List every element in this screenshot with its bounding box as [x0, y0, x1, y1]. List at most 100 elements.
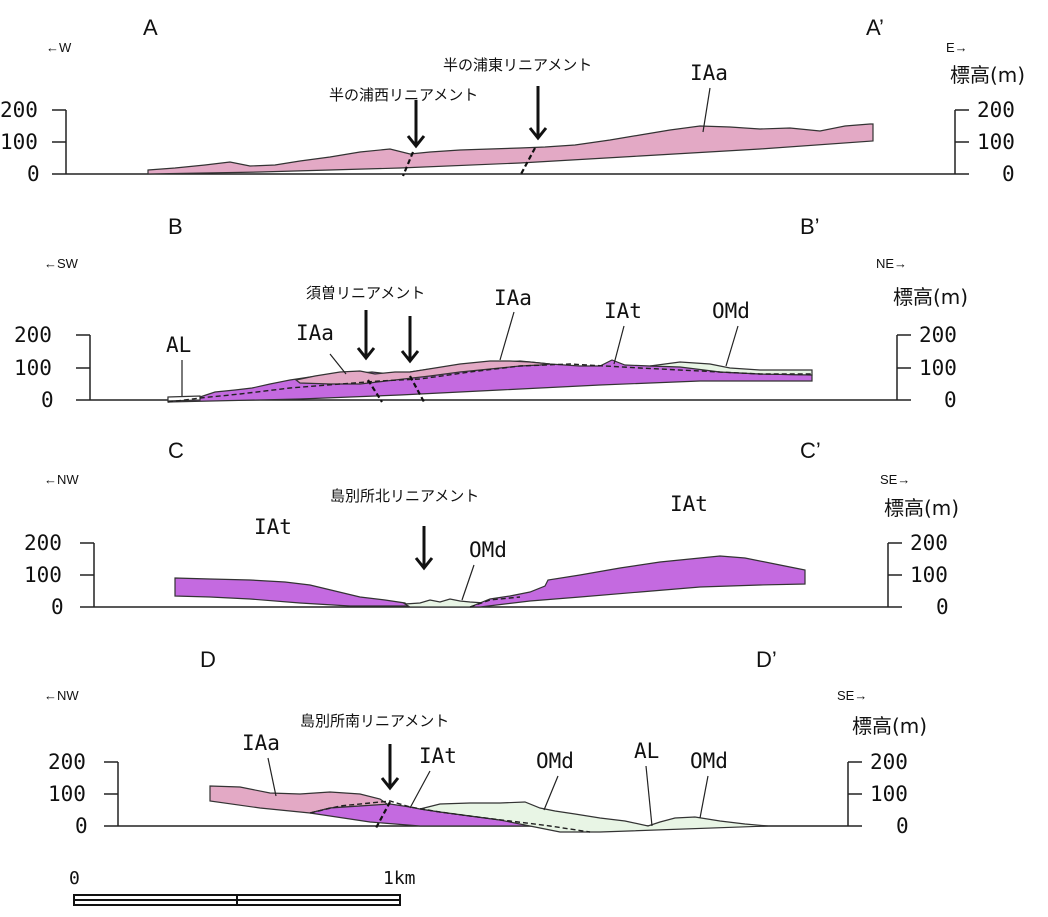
section-a-elevation-title: 標高(m)	[950, 63, 1025, 87]
section-d: D D’ ←NW SE→ 標高(m) 200 100 0 200 100 0 島…	[44, 647, 927, 838]
section-b-unit-iaa-left: IAa	[296, 321, 334, 345]
section-d-arrow	[380, 744, 400, 791]
section-c-left-tick-100: 100	[24, 563, 62, 587]
section-d-unit-iat: IAt	[419, 744, 457, 768]
section-c-unit-iat-right: IAt	[670, 492, 708, 516]
section-b-right-tick-0: 0	[944, 388, 957, 412]
section-a-arrow-west	[406, 100, 426, 149]
section-d-left-tick-0: 0	[75, 814, 88, 838]
section-a-lineament-west-label: 半の浦西リニアメント	[329, 86, 478, 104]
section-d-left-tick-200: 200	[48, 750, 86, 774]
section-b-unit-omd: OMd	[712, 299, 750, 323]
section-a-left-letter: A	[143, 15, 158, 40]
section-b-left-direction: ←SW	[44, 256, 79, 271]
section-d-iaa-leader	[267, 757, 277, 797]
section-c-right-letter: C’	[800, 438, 821, 463]
section-b-left-letter: B	[168, 214, 183, 239]
section-a-fault-west	[401, 151, 415, 177]
section-b-left-axis	[76, 334, 91, 401]
section-c-unit-boundary	[469, 596, 521, 608]
section-b-left-tick-100: 100	[14, 356, 52, 380]
section-a-right-direction: E→	[946, 40, 968, 55]
section-d-right-tick-0: 0	[896, 814, 909, 838]
section-a-iaa-body	[147, 123, 874, 175]
section-d-al-leader	[645, 765, 653, 827]
section-c-left-tick-0: 0	[51, 595, 64, 619]
section-b-omd-leader	[725, 325, 739, 367]
section-c-lineament-label: 島別所北リニアメント	[330, 487, 479, 505]
section-a-left-tick-0: 0	[27, 162, 40, 186]
section-d-lineament-label: 島別所南リニアメント	[300, 712, 449, 730]
section-c-right-tick-100: 100	[910, 563, 948, 587]
section-d-right-letter: D’	[756, 647, 777, 672]
section-c-unit-iat-left: IAt	[254, 515, 292, 539]
section-b-iaa-left-leader	[329, 353, 347, 375]
section-a-left-direction: ←W	[46, 40, 72, 55]
section-a-left-tick-200: 200	[0, 98, 38, 122]
section-d-omd-body	[419, 801, 769, 833]
section-a-left-tick-100: 100	[0, 130, 38, 154]
section-b-unit-iaa-right: IAa	[494, 286, 532, 310]
section-c-unit-omd: OMd	[469, 538, 507, 562]
section-d-omd-right-leader	[699, 775, 709, 819]
section-d-unit-boundary	[309, 800, 591, 833]
section-c-left-letter: C	[168, 438, 184, 463]
section-d-left-tick-100: 100	[48, 782, 86, 806]
section-b-unit-iat: IAt	[604, 299, 642, 323]
section-b-right-tick-100: 100	[919, 356, 957, 380]
section-d-right-tick-200: 200	[870, 750, 908, 774]
scale-bar-start-label: 0	[69, 868, 80, 889]
section-c-left-direction: ←NW	[44, 472, 79, 487]
section-b-fault-west	[367, 379, 383, 403]
section-d-unit-iaa: IAa	[242, 731, 280, 755]
section-d-unit-omd-right: OMd	[690, 749, 728, 773]
section-b-arrow-west	[356, 310, 376, 361]
section-c: C C’ ←NW SE→ 標高(m) 200 100 0 200 100 0 島…	[24, 438, 959, 619]
section-c-arrow	[414, 526, 434, 571]
section-b-left-tick-200: 200	[14, 323, 52, 347]
section-b-unit-al: AL	[166, 333, 191, 357]
section-d-unit-omd-left: OMd	[536, 749, 574, 773]
section-d-left-direction: ←NW	[44, 688, 79, 703]
scale-bar: 0 1km	[69, 868, 416, 906]
section-d-elevation-title: 標高(m)	[852, 714, 927, 738]
section-d-iat-leader	[409, 770, 431, 809]
section-d-right-axis	[847, 761, 862, 827]
section-c-iat-left-body	[174, 577, 410, 607]
section-d-omd-left-leader	[543, 775, 559, 811]
section-a-iaa-leader	[702, 87, 711, 133]
section-b-al-body	[167, 395, 201, 402]
section-b-right-letter: B’	[800, 214, 820, 239]
section-d-right-tick-100: 100	[870, 782, 908, 806]
section-b-right-direction: NE→	[876, 256, 907, 271]
section-b-iat-leader	[613, 325, 625, 365]
section-c-right-direction: SE→	[880, 472, 910, 487]
section-c-elevation-title: 標高(m)	[884, 496, 959, 520]
section-b: B B’ ←SW NE→ 標高(m) 200 100 0 200 100 0 須…	[14, 214, 968, 412]
section-b-lineament-label: 須曽リニアメント	[306, 284, 425, 302]
section-d-fault	[375, 801, 391, 829]
section-d-left-axis	[104, 761, 119, 827]
section-b-elevation-title: 標高(m)	[893, 285, 968, 309]
section-d-unit-al: AL	[634, 739, 659, 763]
section-c-left-tick-200: 200	[24, 531, 62, 555]
section-a-unit-iaa: IAa	[690, 61, 728, 85]
section-c-right-tick-0: 0	[936, 595, 949, 619]
section-c-left-axis	[80, 542, 95, 608]
section-a: A A’ ←W E→ 標高(m) 200 100 0 200 100 0 半の浦…	[0, 15, 1025, 186]
section-a-fault-east	[519, 147, 536, 177]
section-a-right-letter: A’	[866, 15, 884, 40]
section-b-fault-east	[409, 375, 425, 403]
scale-bar-end-label: 1km	[383, 868, 416, 889]
section-c-right-axis	[887, 542, 902, 608]
section-a-lineament-east-label: 半の浦東リニアメント	[443, 56, 592, 74]
section-b-left-tick-0: 0	[41, 388, 54, 412]
section-c-right-tick-200: 200	[910, 531, 948, 555]
section-b-arrow-east	[400, 316, 420, 364]
section-b-right-tick-200: 200	[919, 323, 957, 347]
section-c-omd-leader	[461, 564, 475, 601]
section-b-iaa-right-leader	[499, 311, 515, 361]
section-a-left-axis	[52, 109, 67, 175]
